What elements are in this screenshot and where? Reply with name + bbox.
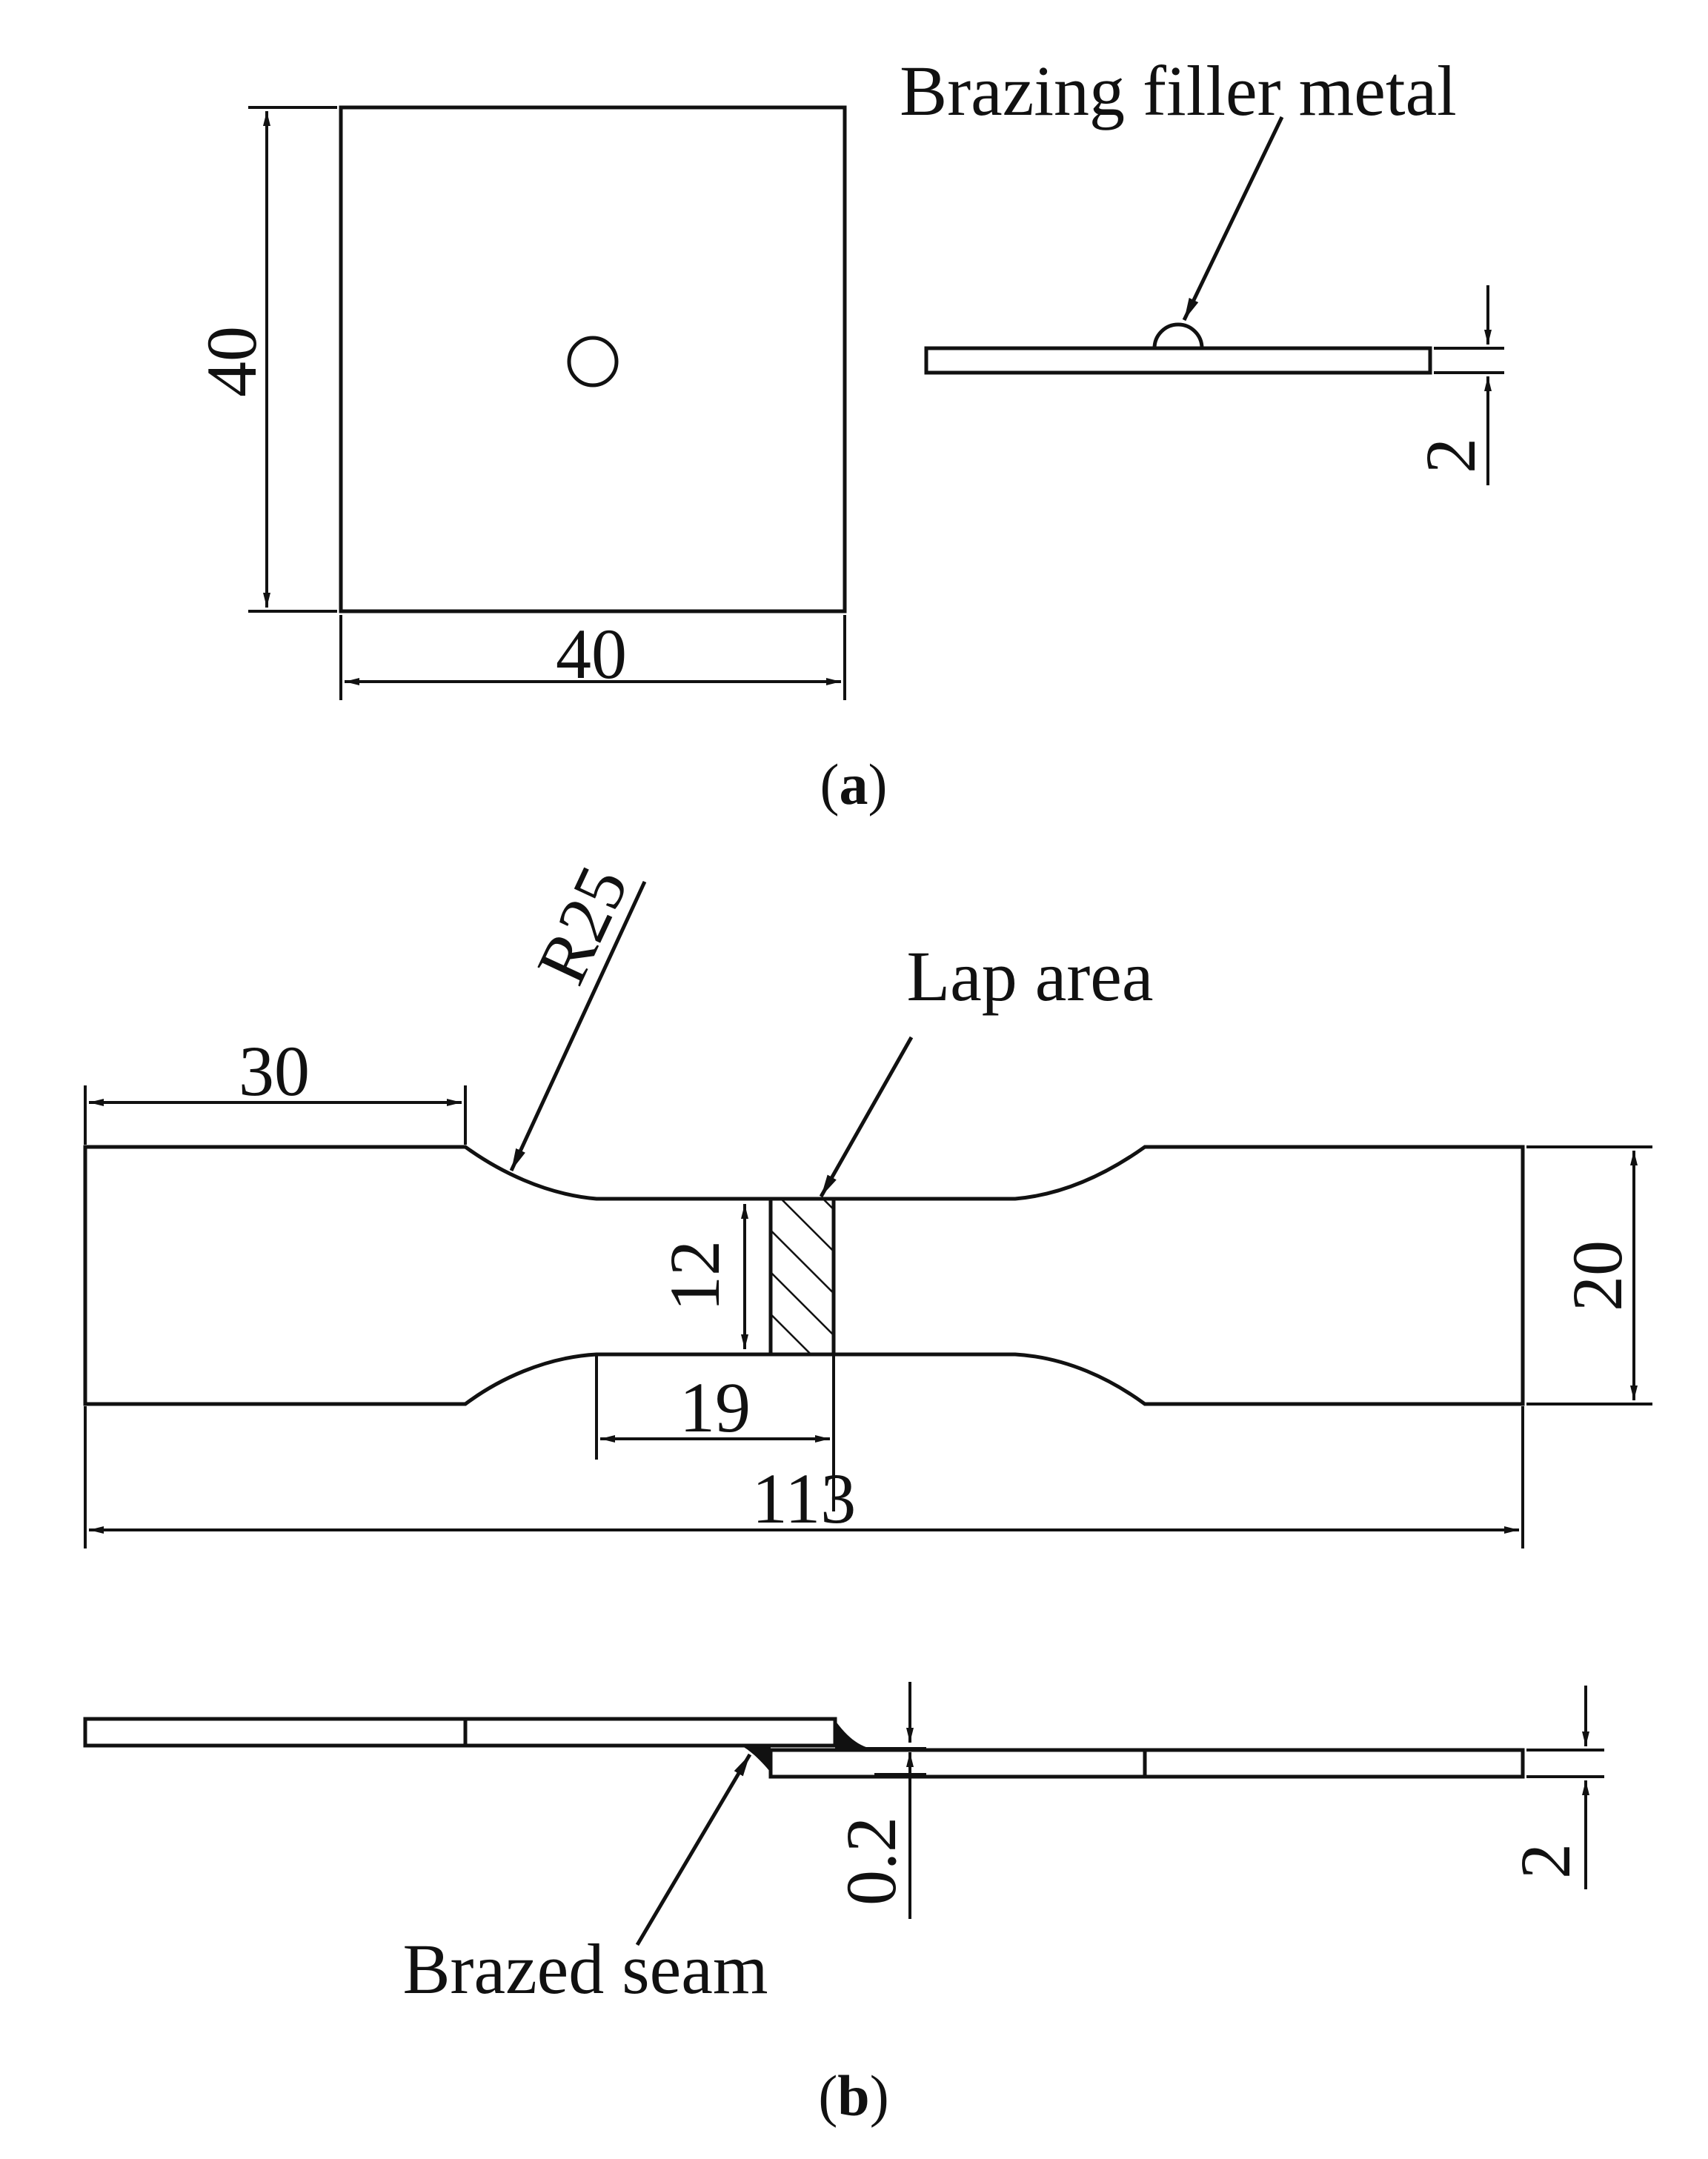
gap-dimension: 0.2 — [831, 1682, 926, 1919]
height-dimension: 40 — [192, 106, 337, 613]
filler-label: Brazing filler metal — [900, 51, 1457, 130]
brazed-fillet-left — [741, 1746, 771, 1772]
lap-label: Lap area — [906, 937, 1153, 1016]
grip-length-label: 30 — [239, 1031, 310, 1111]
seam-label: Brazed seam — [402, 1929, 768, 2009]
filler-dot — [567, 336, 619, 387]
plate-side-view — [924, 346, 1432, 375]
gauge-length-dimension: 19 — [595, 1354, 835, 1511]
filler-bump — [1152, 322, 1204, 350]
filler-leader: Brazing filler metal — [900, 51, 1457, 322]
radius-leader: R25 — [509, 854, 647, 1172]
dogbone-outline — [83, 1145, 1525, 1406]
caption-a: (a) — [820, 752, 888, 816]
height-dim-label: 40 — [192, 326, 271, 397]
grip-width-dimension: 20 — [1526, 1145, 1652, 1405]
plate-top-view — [339, 105, 847, 613]
lap-joint-side-view — [83, 1717, 1525, 1779]
gap-label: 0.2 — [831, 1817, 911, 1906]
gauge-length-label: 19 — [679, 1368, 751, 1447]
part-a: 40 40 2 Brazing filler metal (a) — [192, 51, 1504, 816]
gauge-width-label: 12 — [655, 1240, 734, 1311]
lap-area — [768, 1197, 836, 1357]
plate-thickness-label: 2 — [1411, 438, 1490, 473]
grip-length-dimension: 30 — [84, 1031, 467, 1145]
plate-thickness-dimension: 2 — [1411, 285, 1504, 485]
lap-leader: Lap area — [819, 937, 1154, 1198]
upper-plate — [83, 1717, 837, 1748]
brazed-fillet-right — [835, 1720, 871, 1749]
radius-label: R25 — [521, 854, 643, 995]
width-dim-label: 40 — [556, 614, 627, 693]
total-length-dimension: 113 — [84, 1406, 1524, 1548]
joint-thickness-dimension: 2 — [1506, 1686, 1604, 1889]
gauge-width-dimension: 12 — [655, 1204, 748, 1349]
seam-leader: Brazed seam — [402, 1753, 768, 2009]
total-length-label: 113 — [752, 1459, 856, 1538]
joint-thickness-label: 2 — [1506, 1843, 1585, 1879]
width-dimension: 40 — [339, 614, 846, 700]
caption-b: (b) — [818, 2063, 888, 2128]
part-b: 12 19 113 20 30 — [83, 854, 1652, 2128]
grip-width-label: 20 — [1558, 1240, 1637, 1311]
